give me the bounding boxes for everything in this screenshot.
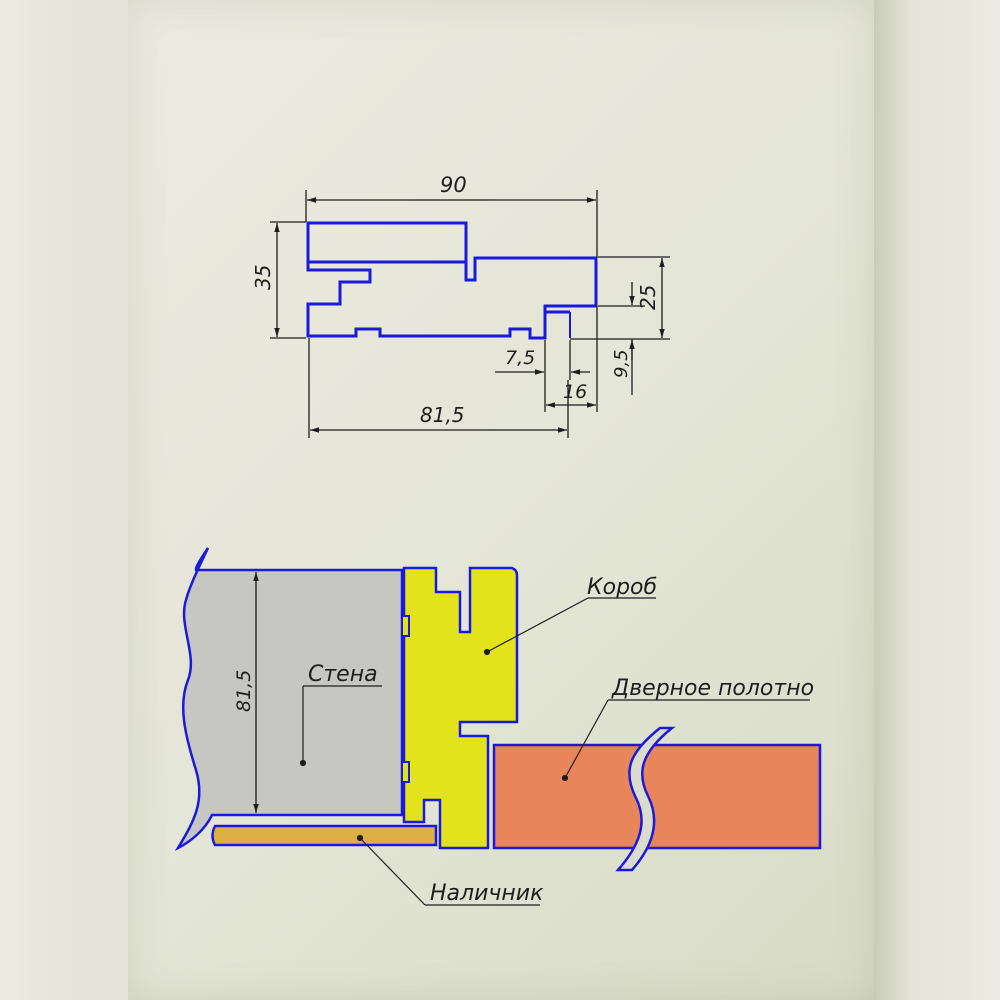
leader-casing	[356, 834, 540, 906]
casing	[211, 824, 438, 847]
leader-wall	[299, 685, 382, 767]
profile-section: 90 35 25 9,5 7,5	[251, 173, 670, 438]
box-frame	[402, 566, 519, 850]
dimension-35	[270, 221, 306, 339]
dimension-9-5-label: 9,5	[611, 349, 632, 378]
profile-outline	[306, 221, 598, 340]
label-casing: Наличник	[430, 881, 544, 906]
monitor-bezel	[874, 0, 1000, 1000]
dimension-90-label: 90	[440, 173, 467, 197]
dimension-16	[546, 306, 598, 412]
box-frame-tab-bottom	[401, 761, 410, 783]
leader-door-leaf	[561, 699, 810, 782]
dimension-81-5-label: 81,5	[420, 403, 465, 427]
leader-box	[483, 597, 656, 656]
door-leaf	[492, 743, 822, 850]
wall-dimension-label: 81,5	[233, 670, 255, 712]
dimension-9-5	[598, 282, 645, 395]
dimension-16-label: 16	[563, 381, 587, 403]
box-frame-tab-top	[401, 615, 410, 637]
dimension-35-label: 35	[251, 265, 275, 290]
assembly-section: 81,5 Короб Стена Дверное полотно Нал	[174, 547, 822, 906]
dimension-25	[570, 256, 670, 340]
dimension-90	[305, 190, 598, 258]
label-door-leaf: Дверное полотно	[611, 676, 814, 701]
dimension-7-5	[495, 340, 590, 412]
label-wall: Стена	[308, 662, 378, 687]
door-leaf-break	[615, 726, 676, 872]
label-box: Короб	[587, 575, 657, 600]
dimension-7-5-label: 7,5	[505, 347, 535, 369]
wall	[174, 547, 404, 852]
dimension-81-5	[308, 338, 569, 438]
